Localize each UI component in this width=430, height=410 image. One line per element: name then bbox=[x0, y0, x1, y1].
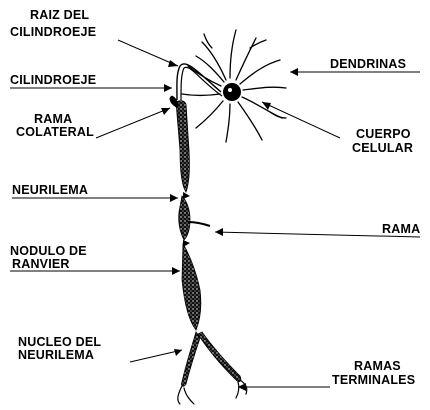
label-cuerpo-line1: CUERPO bbox=[356, 127, 411, 141]
label-rama: RAMA bbox=[382, 222, 420, 236]
label-cuerpo-line2: CELULAR bbox=[352, 141, 413, 155]
branch-rama bbox=[188, 222, 210, 226]
myelin-segment-2 bbox=[179, 196, 190, 240]
terminal-ends bbox=[178, 380, 247, 404]
label-nucleo-line2: NEURILEMA bbox=[18, 348, 94, 362]
label-nucleo-line1: NUCLEO DEL bbox=[18, 335, 101, 349]
terminal-branch-left bbox=[181, 332, 200, 386]
myelin-segment-3 bbox=[182, 244, 201, 330]
label-nodulo-line1: NODULO DE bbox=[10, 244, 87, 258]
node-ranvier-2 bbox=[183, 240, 190, 247]
cell-nucleus bbox=[223, 83, 241, 101]
label-ramas-terminales-line1: RAMAS bbox=[354, 359, 401, 373]
node-ranvier-1 bbox=[183, 192, 190, 199]
label-rama-colateral-line1: RAMA bbox=[34, 112, 72, 126]
myelin-segment-1 bbox=[176, 101, 189, 192]
label-raiz-line1: RAIZ DEL bbox=[30, 8, 89, 22]
label-raiz-line2: CILINDROEJE bbox=[10, 25, 96, 39]
cell-body-group bbox=[182, 30, 286, 142]
axon bbox=[170, 96, 201, 330]
terminal-branch-right bbox=[198, 332, 241, 382]
label-rama-colateral-line2: COLATERAL bbox=[16, 125, 94, 139]
label-dendrinas: DENDRINAS bbox=[330, 57, 406, 71]
label-ramas-terminales-line2: TERMINALES bbox=[332, 373, 415, 387]
label-cilindroeje: CILINDROEJE bbox=[10, 73, 96, 87]
terminal-branches bbox=[181, 332, 240, 386]
label-neurilema: NEURILEMA bbox=[12, 183, 88, 197]
label-nodulo-line2: RANVIER bbox=[12, 257, 70, 271]
nucleolus bbox=[228, 88, 232, 92]
